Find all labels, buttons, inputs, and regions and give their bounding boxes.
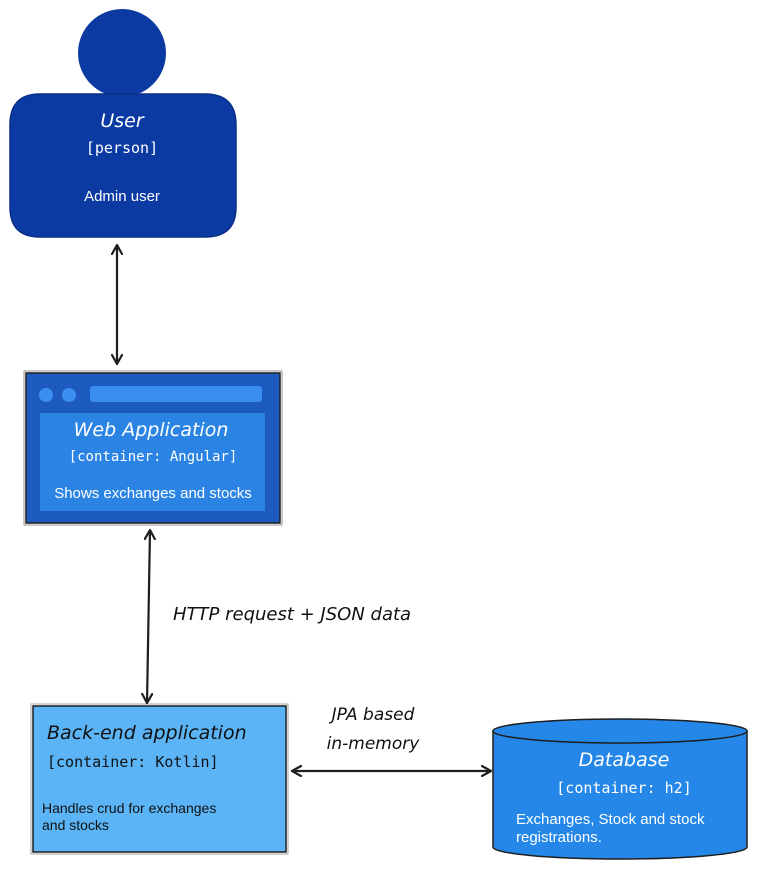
database-title: Database (579, 749, 670, 771)
database-cylinder (492, 730, 748, 860)
user-person-node: User [person] Admin user (9, 9, 237, 238)
web-backend-arrow-label: HTTP request + JSON data (173, 604, 411, 625)
database-description-line2: registrations. (516, 829, 602, 846)
browser-address-bar (90, 386, 262, 402)
web-app-type: [container: Angular] (69, 449, 238, 465)
web-backend-arrow (147, 530, 150, 703)
web-app-inner-panel (40, 413, 265, 511)
web-application-node: Web Application [container: Angular] Sho… (23, 370, 283, 526)
person-body (9, 93, 237, 238)
database-node: Database [container: h2] Exchanges, Stoc… (492, 718, 748, 860)
user-type: [person] (86, 139, 158, 157)
web-app-title: Web Application (74, 419, 229, 441)
backend-description-line1: Handles crud for exchanges (42, 800, 216, 816)
user-title: User (100, 110, 144, 132)
backend-application-node: Back-end application [container: Kotlin]… (30, 703, 289, 855)
database-type: [container: h2] (556, 779, 691, 797)
window-dot-icon (62, 388, 76, 402)
web-app-description: Shows exchanges and stocks (54, 485, 252, 502)
backend-title: Back-end application (47, 722, 247, 744)
backend-db-arrow-label-line2: in-memory (327, 734, 421, 754)
backend-box (32, 705, 287, 853)
database-cylinder-top (492, 718, 748, 744)
backend-description-line2: and stocks (42, 817, 109, 833)
user-description: Admin user (84, 188, 160, 205)
database-description-line1: Exchanges, Stock and stock (516, 811, 705, 828)
person-head-icon (78, 9, 166, 97)
backend-db-arrow-label-line1: JPA based (329, 705, 415, 725)
backend-type: [container: Kotlin] (47, 753, 219, 771)
window-dot-icon (39, 388, 53, 402)
